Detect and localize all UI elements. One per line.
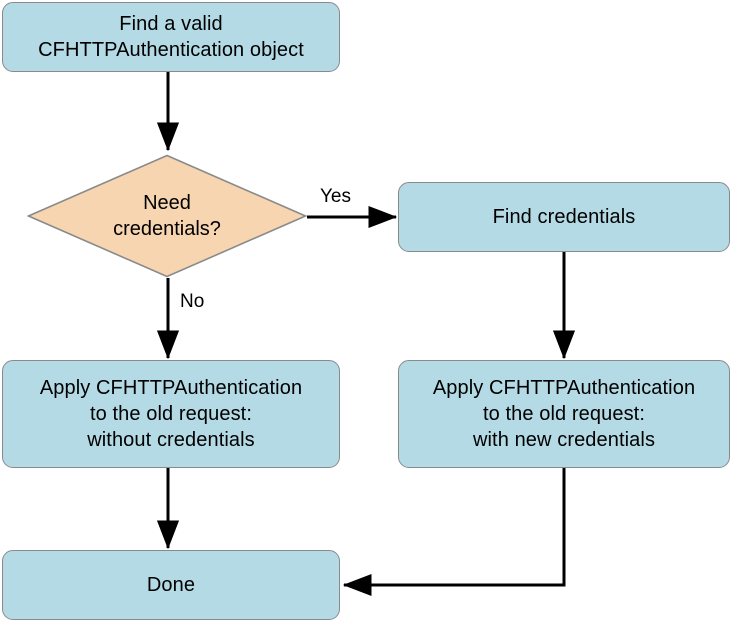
edge-apply-with-new-to-done xyxy=(342,468,566,597)
node-done-text: Done xyxy=(147,572,195,598)
node-apply-with-new-credentials-text: Apply CFHTTPAuthentication to the old re… xyxy=(433,375,695,453)
node-done[interactable]: Done xyxy=(2,550,340,620)
node-find-auth-object-line2: CFHTTPAuthentication object xyxy=(38,39,304,61)
node-find-credentials[interactable]: Find credentials xyxy=(398,182,730,252)
node-find-auth-object-line1: Find a valid xyxy=(119,13,223,35)
edge-label-yes: Yes xyxy=(320,186,351,207)
node-find-credentials-line1: Find credentials xyxy=(492,206,636,228)
node-need-credentials[interactable]: Need credentials? xyxy=(27,154,307,278)
node-apply-without-credentials-line1: Apply CFHTTPAuthentication xyxy=(39,377,303,399)
node-apply-without-credentials-line3: without credentials xyxy=(87,429,255,451)
node-apply-without-credentials-text: Apply CFHTTPAuthentication to the old re… xyxy=(40,375,302,453)
node-find-auth-object-text: Find a valid CFHTTPAuthentication object xyxy=(38,11,304,63)
node-apply-with-new-credentials-line3: with new credentials xyxy=(472,429,656,451)
node-apply-with-new-credentials-line2: to the old request: xyxy=(482,403,645,425)
node-find-credentials-text: Find credentials xyxy=(493,204,636,230)
node-done-line1: Done xyxy=(146,574,196,596)
node-apply-with-new-credentials[interactable]: Apply CFHTTPAuthentication to the old re… xyxy=(398,360,730,468)
node-apply-without-credentials[interactable]: Apply CFHTTPAuthentication to the old re… xyxy=(2,360,340,468)
node-apply-without-credentials-line2: to the old request: xyxy=(89,403,252,425)
edge-label-no: No xyxy=(180,291,205,312)
node-apply-with-new-credentials-line1: Apply CFHTTPAuthentication xyxy=(432,377,696,399)
node-find-auth-object[interactable]: Find a valid CFHTTPAuthentication object xyxy=(2,2,340,72)
decision-diamond-shape xyxy=(27,154,307,278)
